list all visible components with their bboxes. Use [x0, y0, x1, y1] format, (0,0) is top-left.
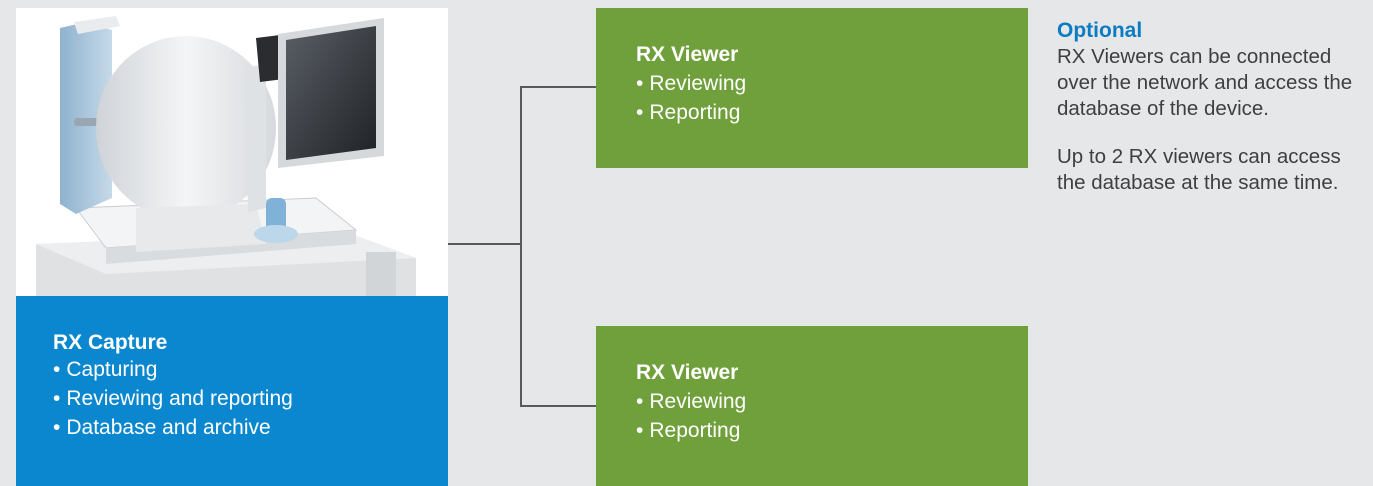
- rx-viewer-feature-item: Reporting: [636, 98, 1028, 127]
- retinal-camera-illustration: [36, 16, 416, 298]
- rx-capture-feature-item: Reviewing and reporting: [53, 384, 448, 413]
- rx-capture-feature-item: Database and archive: [53, 413, 448, 442]
- optional-info-title: Optional: [1057, 19, 1143, 42]
- rx-viewer-title: RX Viewer: [636, 361, 739, 384]
- rx-capture-title: RX Capture: [53, 331, 168, 354]
- device-photo: [16, 8, 448, 298]
- rx-viewer-feature-item: Reporting: [636, 416, 1028, 445]
- rx-capture-feature-item: Capturing: [53, 355, 448, 384]
- rx-viewer-feature-list: Reviewing Reporting: [636, 69, 1028, 127]
- rx-viewer-box-bottom: RX Viewer Reviewing Reporting: [596, 326, 1028, 486]
- optional-info-paragraph: RX Viewers can be connected over the net…: [1057, 45, 1353, 120]
- optional-info: Optional RX Viewers can be connected ove…: [1057, 18, 1369, 196]
- rx-capture-box: RX Capture Capturing Reviewing and repor…: [16, 296, 448, 486]
- optional-info-paragraph: Up to 2 RX viewers can access the databa…: [1057, 145, 1341, 194]
- rx-viewer-feature-item: Reviewing: [636, 69, 1028, 98]
- rx-viewer-box-top: RX Viewer Reviewing Reporting: [596, 8, 1028, 168]
- rx-viewer-feature-list: Reviewing Reporting: [636, 387, 1028, 445]
- rx-viewer-title: RX Viewer: [636, 43, 739, 66]
- rx-viewer-feature-item: Reviewing: [636, 387, 1028, 416]
- rx-capture-feature-list: Capturing Reviewing and reporting Databa…: [53, 355, 448, 442]
